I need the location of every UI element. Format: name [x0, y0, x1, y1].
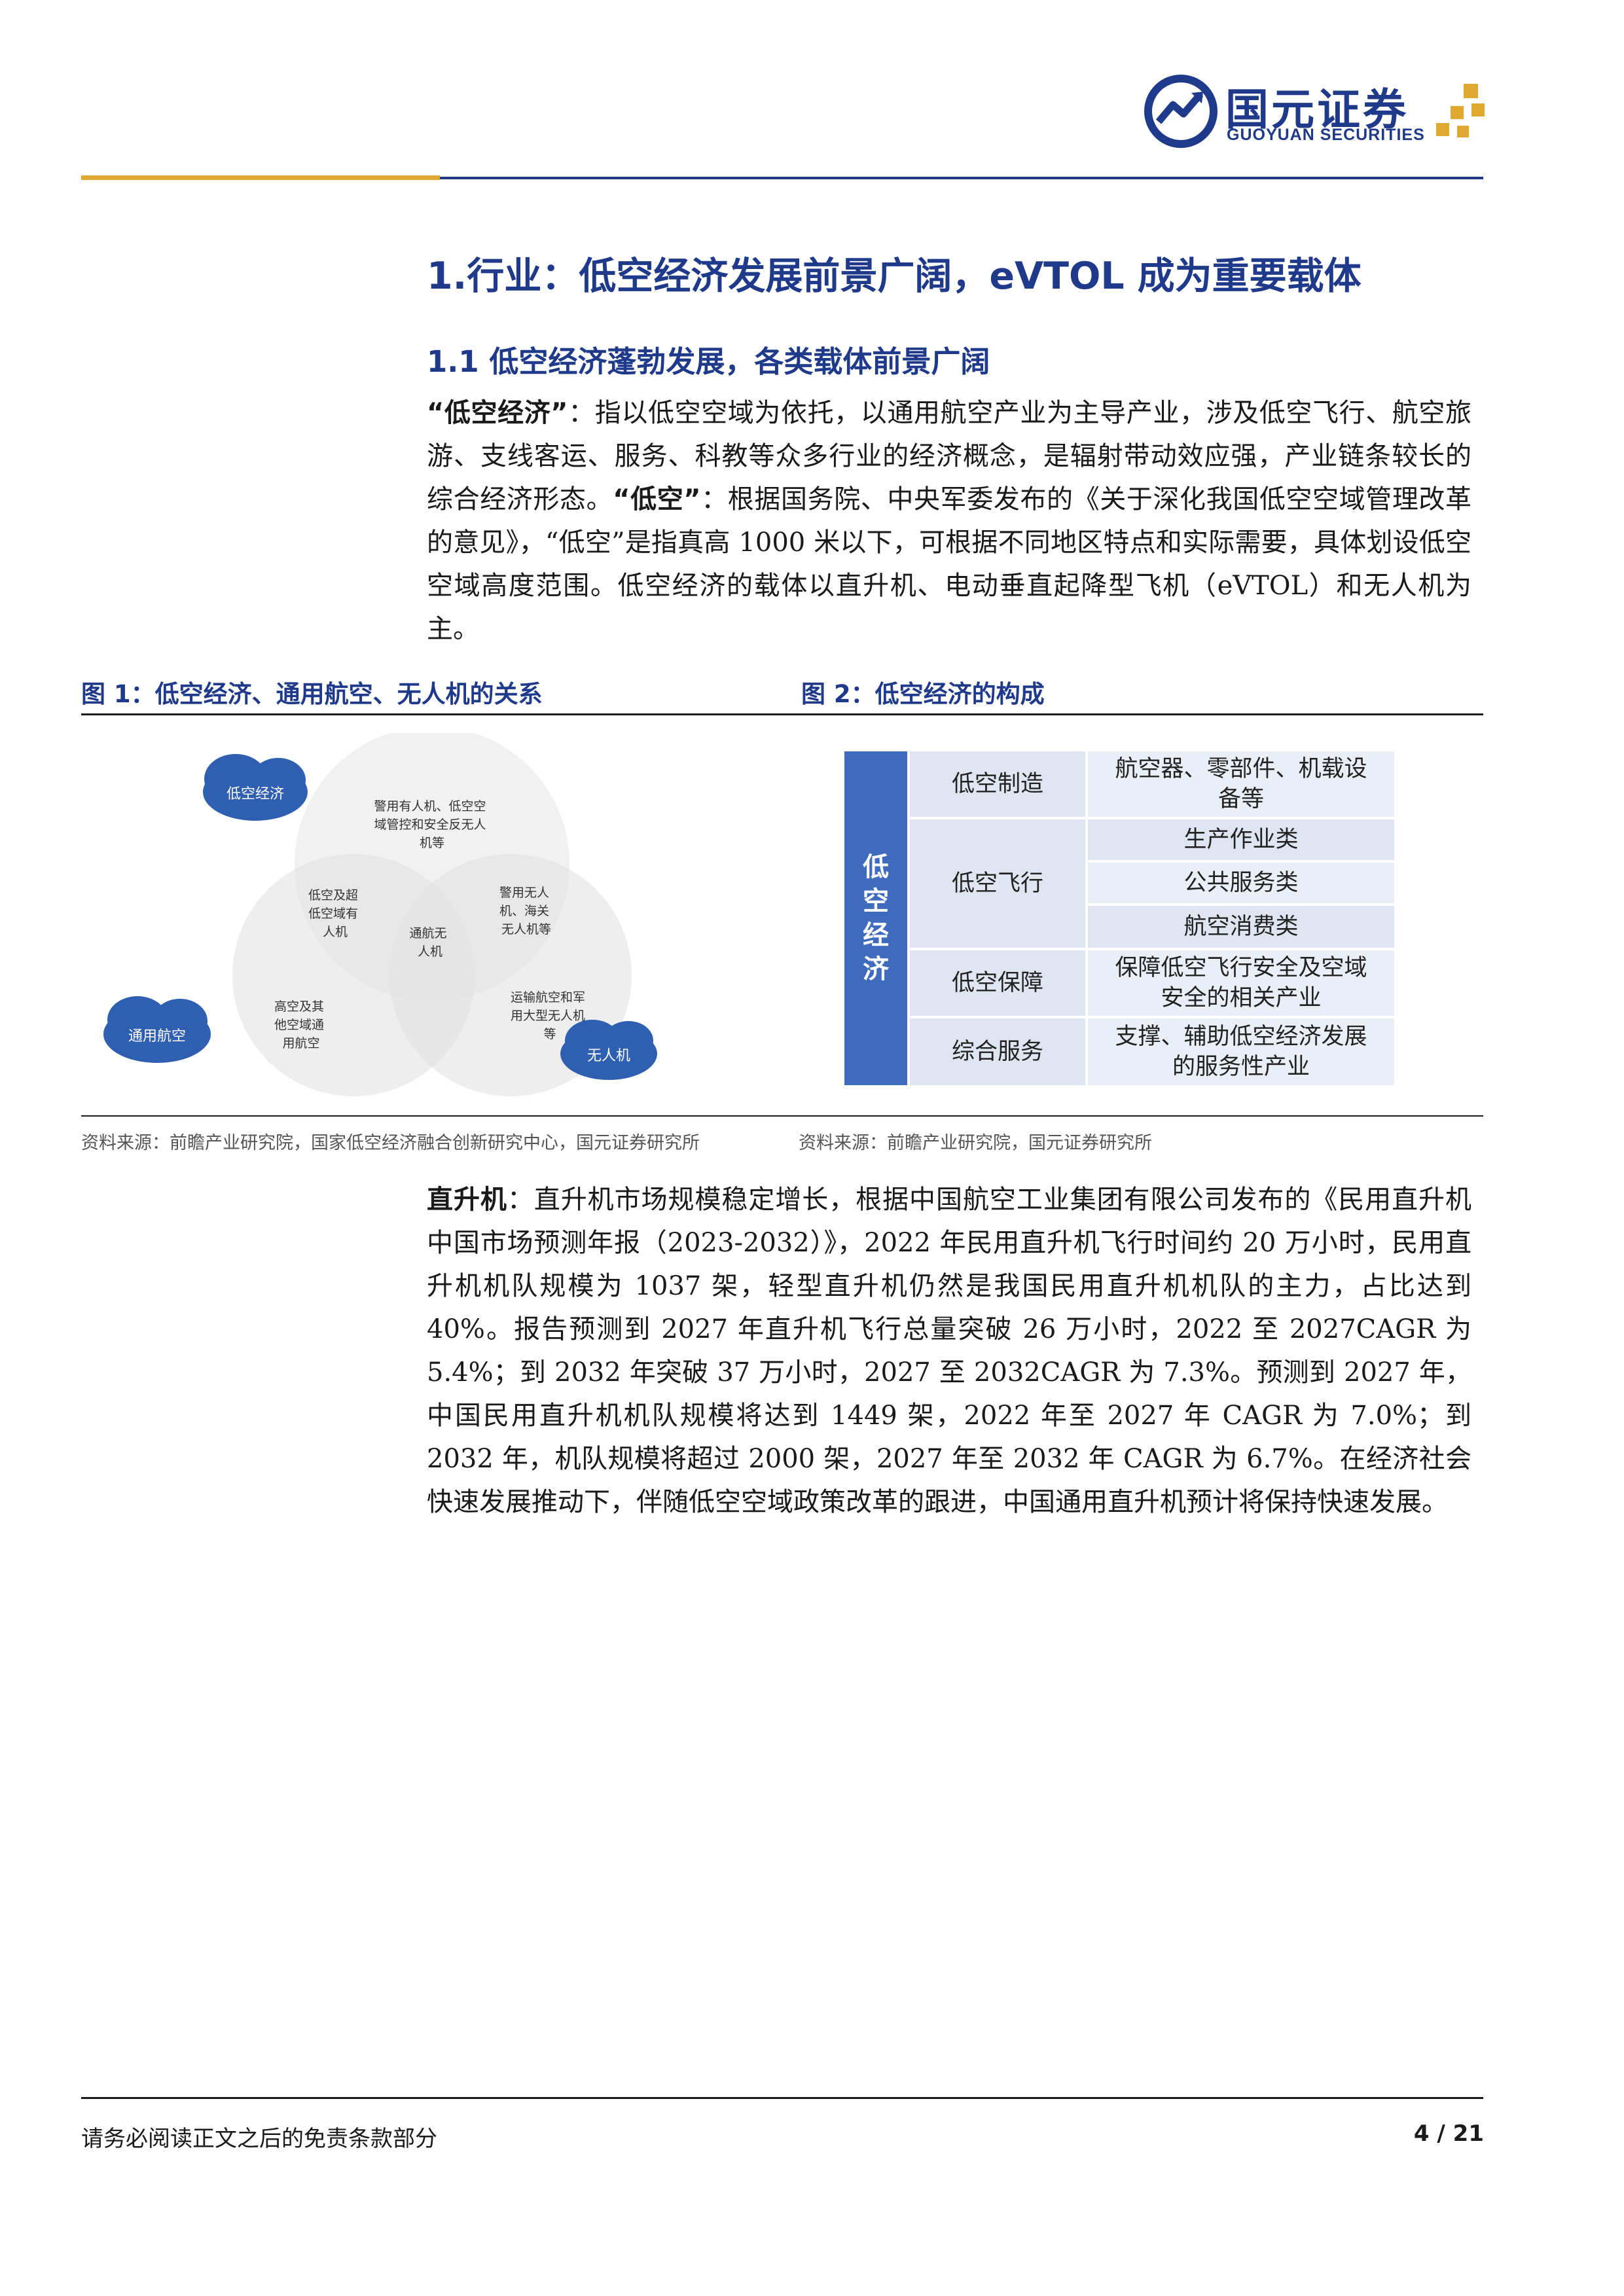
figure-2-source: 资料来源：前瞻产业研究院，国元证券研究所: [799, 1133, 1152, 1153]
table-row-desc: 航空器、零部件、机载设备等: [1088, 751, 1394, 817]
definition-low-altitude-economy: ：指以低空空域为依托，以通用航空产业为主导产业，涉及低空飞行、航空旅游、支线客运…: [427, 398, 1472, 514]
subsection-heading: 1.1 低空经济蓬勃发展，各类载体前景广阔: [427, 344, 990, 379]
figure-2-caption: 图 2：低空经济的构成: [801, 680, 1045, 708]
cloud-label-general-aviation: 通用航空: [128, 1028, 186, 1045]
region-bottom-left-label: 高空及其 他空域通 用航空: [274, 999, 328, 1050]
intro-paragraph: “低空经济”：指以低空空域为依托，以通用航空产业为主导产业，涉及低空飞行、航空旅…: [427, 391, 1471, 651]
region-right-label: 警用无人 机、海关 无人机等: [499, 886, 553, 937]
region-bottom-right-label: 运输航空和军 用大型无人机 等: [511, 990, 589, 1041]
table-row-desc: 保障低空飞行安全及空域安全的相关产业: [1088, 950, 1394, 1016]
venn-diagram: 低空经济 通用航空 无人机 警用有人机、低空空 域管控和安全反无人 机等 低空及…: [103, 733, 657, 1096]
figure-bottom-rule: [81, 1115, 1483, 1117]
footer-disclaimer: 请务必阅读正文之后的免责条款部分: [81, 2126, 437, 2152]
helicopter-paragraph: 直升机：直升机市场规模稳定增长，根据中国航空工业集团有限公司发布的《民用直升机中…: [427, 1178, 1471, 1524]
table-row-cat: 低空保障: [910, 950, 1085, 1016]
helicopter-text: ：直升机市场规模稳定增长，根据中国航空工业集团有限公司发布的《民用直升机中国市场…: [427, 1185, 1472, 1517]
table-row-sub: 生产作业类: [1088, 819, 1394, 860]
logo-steps-icon: [1436, 84, 1485, 137]
composition-table: 低 空 经 济 低空制造 航空器、零部件、机载设备等 低空飞行 生产作业类 公共…: [844, 751, 1394, 1085]
header-rule-gold: [81, 175, 440, 180]
cloud-low-altitude-economy: 低空经济: [203, 754, 308, 821]
region-left-label: 低空及超 低空域有 人机: [308, 888, 362, 939]
table-row-cat: 低空飞行: [910, 819, 1085, 948]
table-row-desc: 支撑、辅助低空经济发展的服务性产业: [1088, 1018, 1394, 1085]
term-low-altitude-economy: “低空经济”: [427, 398, 568, 428]
cloud-uav: 无人机: [560, 1020, 657, 1080]
logo-text-en: GUOYUAN SECURITIES: [1227, 126, 1425, 144]
section-heading: 1.行业：低空经济发展前景广阔，eVTOL 成为重要载体: [427, 255, 1362, 298]
definition-low-altitude: ：根据国务院、中央军委发布的《关于深化我国低空空域管理改革的意见》，“低空”是指…: [427, 484, 1472, 644]
table-side-label: 低 空 经 济: [844, 751, 907, 1085]
logo-text-cn: 国元证券: [1225, 84, 1409, 135]
cloud-label-uav: 无人机: [587, 1048, 630, 1064]
figure-top-rule: [81, 713, 1483, 715]
figure-1-caption: 图 1：低空经济、通用航空、无人机的关系: [81, 680, 543, 708]
region-center-label: 通航无 人机: [409, 926, 450, 959]
table-row-cat: 低空制造: [910, 751, 1085, 817]
header-rule-blue: [440, 177, 1483, 179]
table-row-sub: 公共服务类: [1088, 863, 1394, 903]
table-row-cat: 综合服务: [910, 1018, 1085, 1085]
cloud-label-low-altitude: 低空经济: [226, 786, 284, 802]
term-low-altitude: “低空”: [613, 484, 701, 514]
table-row-sub: 航空消费类: [1088, 906, 1394, 948]
footer-rule: [81, 2097, 1483, 2099]
figure-1-source: 资料来源：前瞻产业研究院，国家低空经济融合创新研究中心，国元证券研究所: [81, 1133, 700, 1153]
page-number: 4 / 21: [1413, 2121, 1484, 2147]
term-helicopter: 直升机: [427, 1185, 507, 1215]
company-logo: 国元证券 GUOYUAN SECURITIES: [1144, 68, 1485, 153]
cloud-general-aviation: 通用航空: [103, 996, 211, 1063]
region-top-label: 警用有人机、低空空 域管控和安全反无人 机等: [374, 799, 490, 850]
logo-emblem-icon: [1144, 75, 1218, 148]
